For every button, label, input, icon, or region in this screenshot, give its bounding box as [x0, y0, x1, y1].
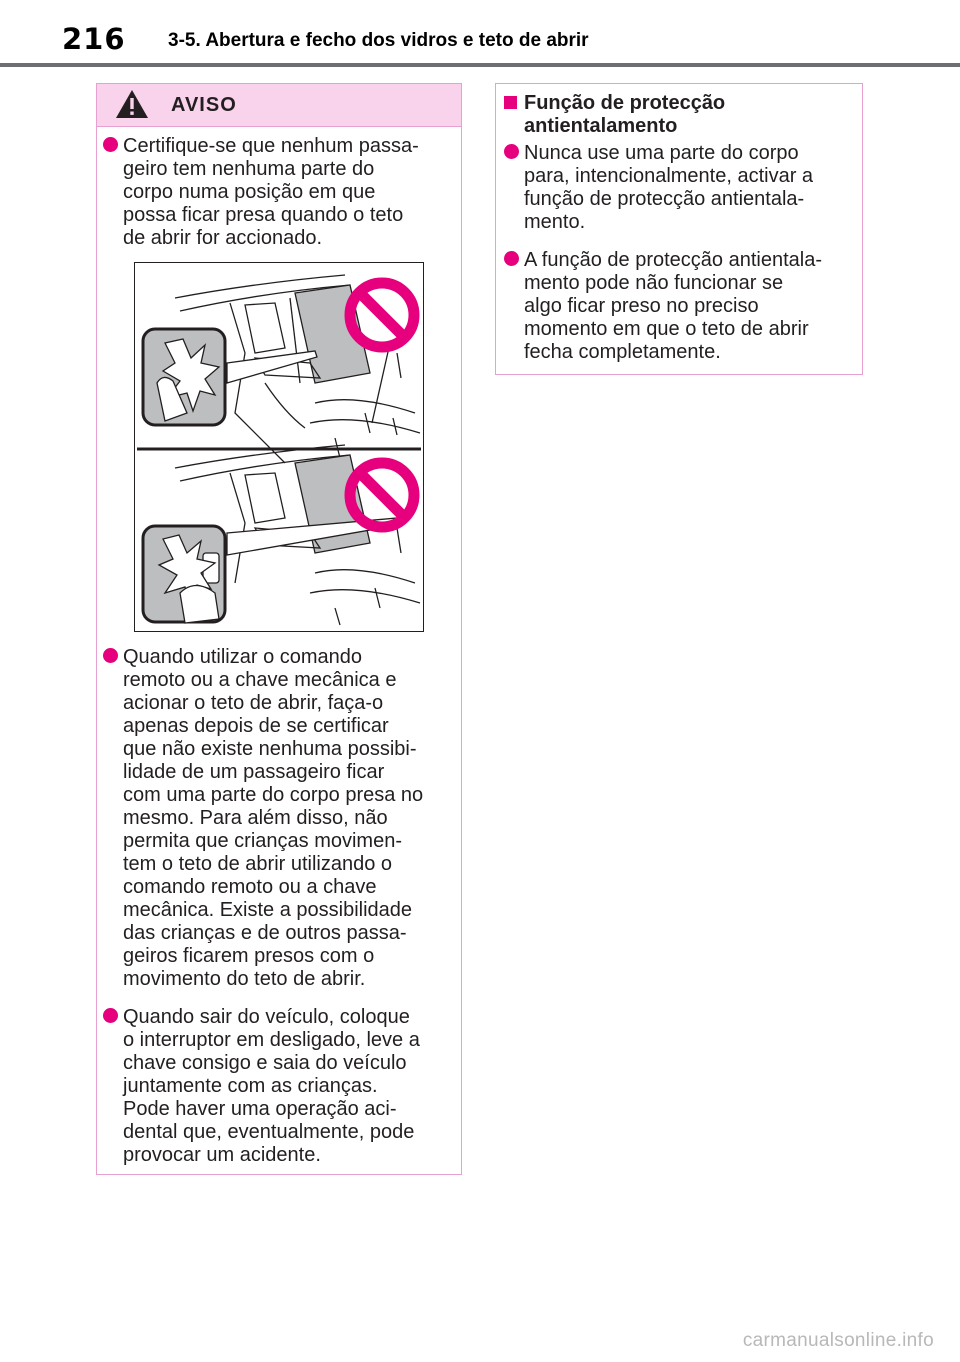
square-bullet-icon	[504, 96, 517, 109]
protection-item-2: A função de protecção antientala- mento …	[504, 249, 856, 364]
warning-item-text: Certifique-se que nenhum passa- geiro te…	[123, 135, 419, 249]
sunroof-warning-illustration	[134, 262, 424, 632]
prohibition-icon	[344, 457, 420, 533]
section-title: 3-5. Abertura e fecho dos vidros e teto …	[168, 30, 589, 51]
protection-item-1: Nunca use uma parte do corpo para, inten…	[504, 142, 856, 234]
header-rule	[0, 63, 960, 67]
prohibition-icon	[344, 277, 420, 353]
warning-item-3: Quando sair do veículo, coloque o interr…	[103, 1006, 455, 1167]
warning-item-text: Quando utilizar o comando remoto ou a ch…	[123, 646, 424, 990]
page-header: 216 3-5. Abertura e fecho dos vidros e t…	[0, 0, 960, 68]
warning-title: AVISO	[171, 94, 237, 116]
bullet-dot-icon	[504, 251, 519, 266]
sunroof-hand-drawing	[137, 274, 421, 626]
warning-header: AVISO	[97, 84, 461, 127]
page-number: 216	[62, 22, 126, 56]
protection-item-text: A função de protecção antientala- mento …	[524, 249, 822, 363]
warning-item-2: Quando utilizar o comando remoto ou a ch…	[103, 646, 455, 991]
bullet-dot-icon	[103, 1008, 118, 1023]
protection-item-text: Nunca use uma parte do corpo para, inten…	[524, 142, 814, 233]
protection-heading: Função de protecção antientalamento	[504, 92, 856, 138]
warning-box: AVISO Certifique-se que nenhum passa- ge…	[96, 83, 462, 1175]
warning-triangle-icon	[116, 90, 148, 118]
watermark: carmanualsonline.info	[742, 1330, 934, 1351]
protection-heading-text: Função de protecção antientalamento	[524, 92, 726, 137]
warning-item-text: Quando sair do veículo, coloque o interr…	[123, 1006, 420, 1166]
bullet-dot-icon	[103, 648, 118, 663]
bullet-dot-icon	[103, 137, 118, 152]
protection-box: Função de protecção antientalamento Nunc…	[495, 83, 863, 375]
warning-item-1: Certifique-se que nenhum passa- geiro te…	[103, 135, 455, 250]
bullet-dot-icon	[504, 144, 519, 159]
